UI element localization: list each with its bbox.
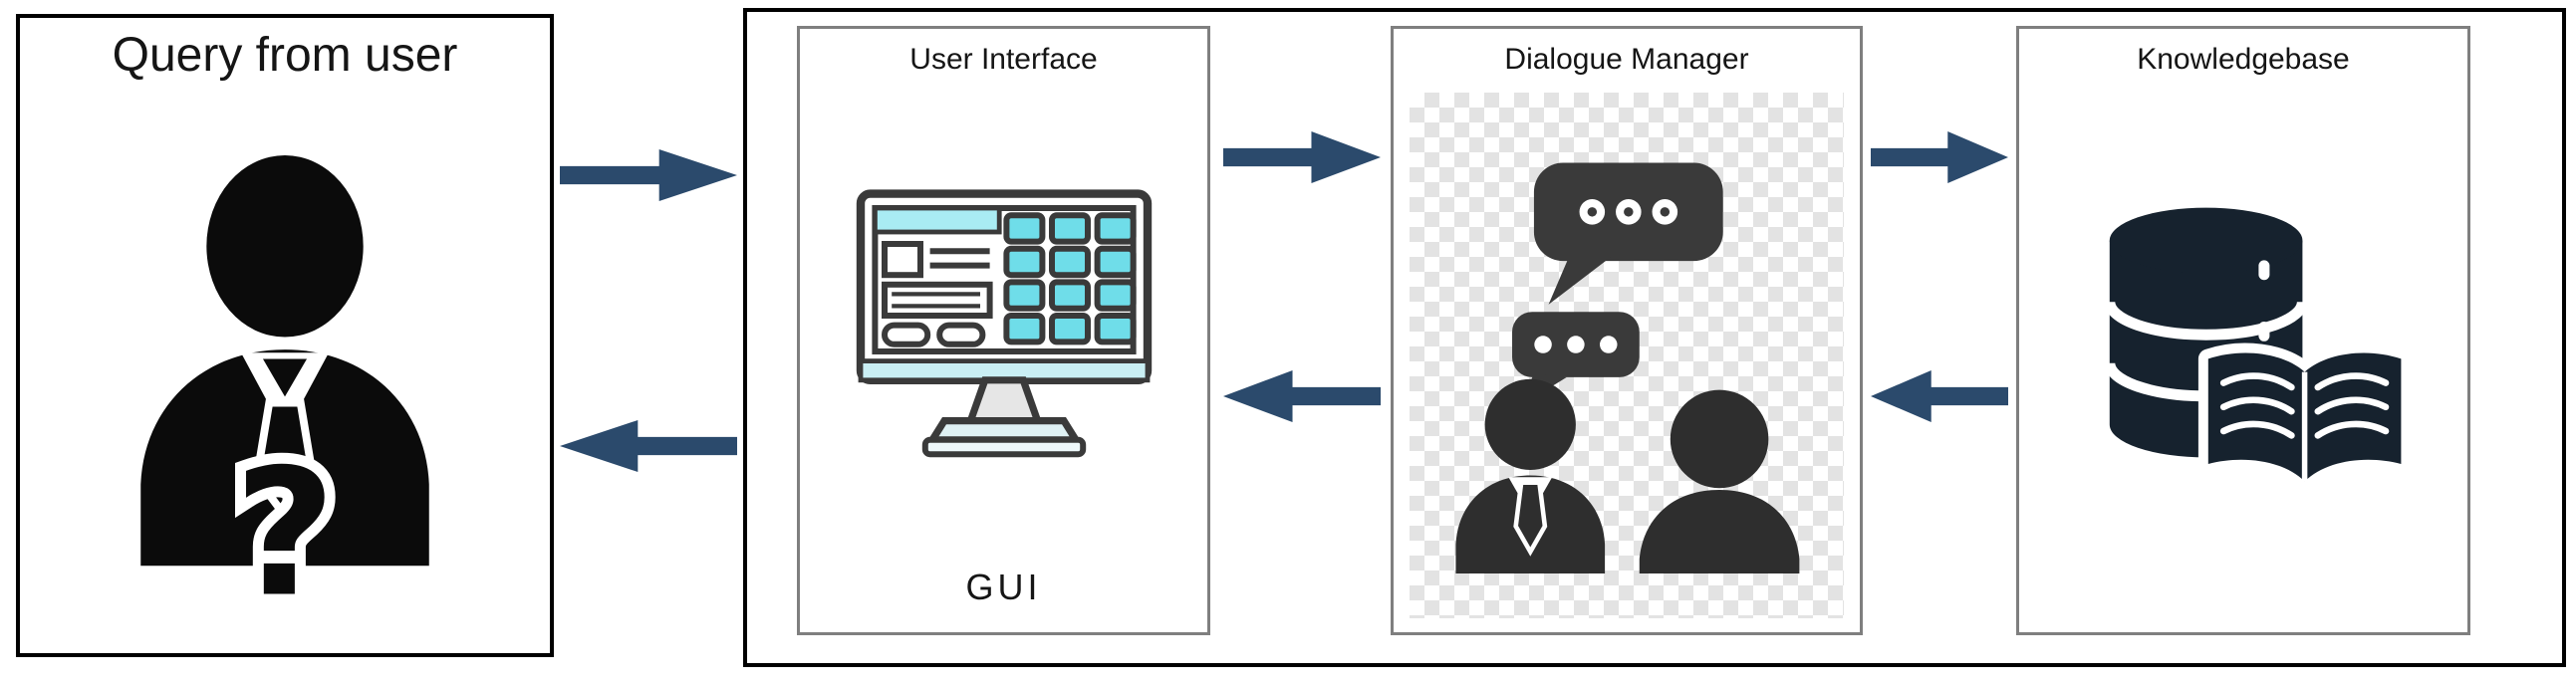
user-interface-title: User Interface — [909, 43, 1098, 76]
user-query-title: Query from user — [112, 29, 458, 82]
gui-monitor-icon — [800, 77, 1207, 567]
arrow-ui-to-user-icon — [560, 420, 737, 472]
gui-monitor-svg — [856, 189, 1152, 458]
svg-text:?: ? — [234, 430, 336, 602]
user-query-box: Query from user ? — [16, 14, 554, 657]
user-interface-box: User Interface — [797, 26, 1210, 635]
user-question-icon: ? — [20, 83, 550, 653]
arrow-dm-to-ui-icon — [1223, 370, 1381, 422]
user-question-svg: ? — [140, 154, 429, 603]
dialogue-people-icon — [1410, 93, 1844, 618]
dialogue-manager-title: Dialogue Manager — [1504, 43, 1749, 76]
knowledgebase-title: Knowledgebase — [2137, 43, 2350, 76]
knowledgebase-box: Knowledgebase — [2016, 26, 2470, 635]
arrow-dm-to-kb-icon — [1871, 131, 2008, 183]
system-box: User Interface — [743, 8, 2566, 667]
dialogue-manager-box: Dialogue Manager — [1391, 26, 1863, 635]
dialogue-people-svg — [1455, 162, 1800, 573]
arrow-kb-to-dm-icon — [1871, 370, 2008, 422]
arrow-ui-to-dm-icon — [1223, 131, 1381, 183]
database-book-icon — [2019, 77, 2467, 632]
database-book-svg — [2104, 207, 2412, 492]
arrow-user-to-ui-icon — [560, 149, 737, 201]
gui-caption: GUI — [965, 567, 1042, 607]
